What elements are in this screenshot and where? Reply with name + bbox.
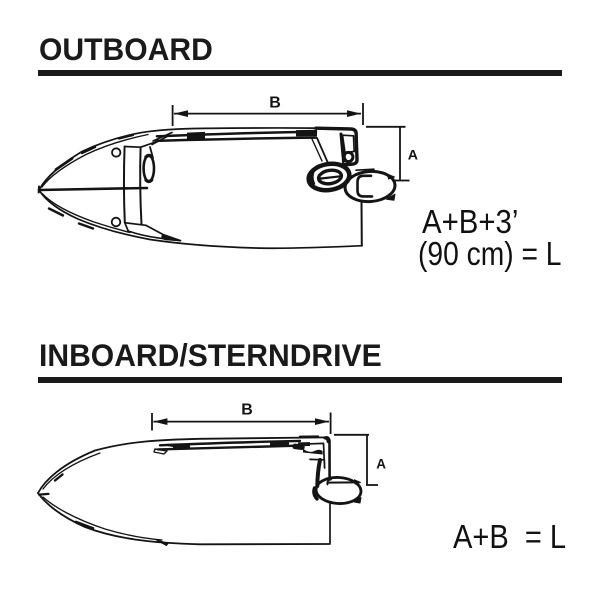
svg-text:B: B (269, 95, 281, 112)
svg-text:B: B (241, 402, 253, 419)
svg-text:A: A (408, 148, 418, 164)
svg-text:A: A (376, 457, 386, 472)
